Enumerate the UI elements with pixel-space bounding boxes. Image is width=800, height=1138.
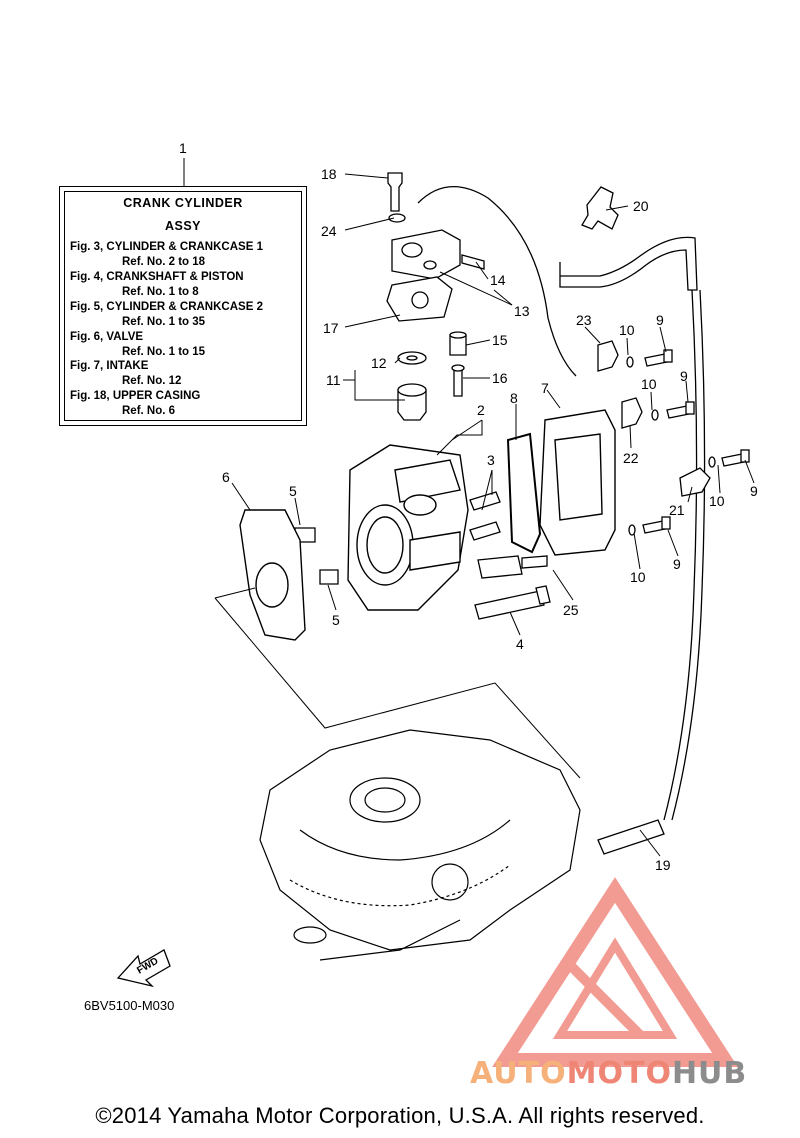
cover-bolts bbox=[626, 349, 750, 536]
reference-box: CRANK CYLINDER ASSY Fig. 3, CYLINDER & C… bbox=[59, 186, 307, 426]
ref-line: Ref. No. 1 to 8 bbox=[122, 286, 199, 298]
callout-20: 20 bbox=[633, 198, 649, 214]
callout-4: 4 bbox=[516, 636, 524, 652]
watermark-part-moto: MOTO bbox=[566, 1056, 672, 1091]
ref-line: Fig. 3, CYLINDER & CRANKCASE 1 bbox=[70, 241, 263, 253]
ref-line: Ref. No. 2 to 18 bbox=[122, 256, 206, 268]
ref-line: Ref. No. 6 bbox=[122, 405, 176, 417]
callout-8: 8 bbox=[510, 390, 518, 406]
callout-3: 3 bbox=[487, 452, 495, 468]
callout-6: 6 bbox=[222, 469, 230, 485]
callout-11: 11 bbox=[326, 372, 341, 388]
ref-line: Fig. 4, CRANKSHAFT & PISTON bbox=[70, 271, 244, 283]
callout-9: 9 bbox=[656, 312, 664, 328]
mating-outline bbox=[214, 587, 581, 779]
pilot-water-hose bbox=[417, 186, 706, 855]
callout-10: 10 bbox=[709, 493, 725, 509]
callout-23: 23 bbox=[576, 312, 592, 328]
dowel-pins-and-bolts bbox=[294, 491, 551, 620]
crankcase-assembly bbox=[259, 729, 581, 961]
callout-18: 18 bbox=[321, 166, 337, 182]
leader-lines bbox=[231, 173, 755, 857]
cylinder-block bbox=[347, 444, 469, 611]
reference-box-inner-border bbox=[64, 191, 302, 421]
callout-9: 9 bbox=[673, 556, 681, 572]
callout-25: 25 bbox=[563, 602, 579, 618]
watermark-text: AUTOMOTOHUB bbox=[470, 1056, 747, 1091]
callout-12: 12 bbox=[371, 355, 387, 371]
ref-line: Ref. No. 1 to 15 bbox=[122, 346, 206, 358]
copyright-notice: ©2014 Yamaha Motor Corporation, U.S.A. A… bbox=[95, 1103, 705, 1128]
ref-line: Fig. 5, CYLINDER & CRANKCASE 2 bbox=[70, 301, 263, 313]
ref-line: Ref. No. 1 to 35 bbox=[122, 316, 206, 328]
callout-22: 22 bbox=[623, 450, 639, 466]
callout-5: 5 bbox=[332, 612, 340, 628]
cover-gasket bbox=[506, 432, 542, 554]
reference-box-subtitle: ASSY bbox=[164, 219, 202, 233]
callout-1: 1 bbox=[179, 140, 187, 156]
callout-2: 2 bbox=[477, 402, 485, 418]
cylinder-head-gasket bbox=[239, 509, 306, 641]
callout-19: 19 bbox=[655, 857, 671, 873]
callout-7: 7 bbox=[541, 380, 549, 396]
ref-line: Ref. No. 12 bbox=[122, 375, 182, 387]
callout-14: 14 bbox=[490, 272, 506, 288]
callout-5: 5 bbox=[289, 483, 297, 499]
hose-clamps bbox=[597, 340, 711, 497]
cylinder-cover bbox=[539, 409, 616, 556]
callout-10: 10 bbox=[641, 376, 657, 392]
watermark-part-auto: AUTO bbox=[470, 1056, 567, 1091]
forward-arrow-icon: FWD bbox=[116, 949, 171, 988]
callout-13: 13 bbox=[514, 303, 530, 319]
reference-box-title: CRANK CYLINDER bbox=[123, 196, 243, 210]
watermark-part-hub: HUB bbox=[671, 1056, 748, 1091]
callout-9: 9 bbox=[680, 368, 688, 384]
water-hose bbox=[559, 186, 698, 291]
callout-17: 17 bbox=[323, 320, 339, 336]
callout-10: 10 bbox=[619, 322, 635, 338]
callout-16: 16 bbox=[492, 370, 508, 386]
ref-line: Fig. 6, VALVE bbox=[70, 331, 144, 343]
anode-and-thermostat-parts bbox=[397, 331, 467, 421]
thermostat-cover-group bbox=[386, 172, 485, 322]
ref-line: Fig. 18, UPPER CASING bbox=[70, 390, 201, 402]
watermark-triangle-logo bbox=[492, 877, 738, 1067]
callout-24: 24 bbox=[321, 223, 337, 239]
callout-21: 21 bbox=[669, 502, 685, 518]
ref-line: Fig. 7, INTAKE bbox=[70, 360, 149, 372]
callout-15: 15 bbox=[492, 332, 508, 348]
drawing-code: 6BV5100-M030 bbox=[84, 998, 175, 1013]
callout-10: 10 bbox=[630, 569, 646, 585]
callout-9: 9 bbox=[750, 483, 758, 499]
